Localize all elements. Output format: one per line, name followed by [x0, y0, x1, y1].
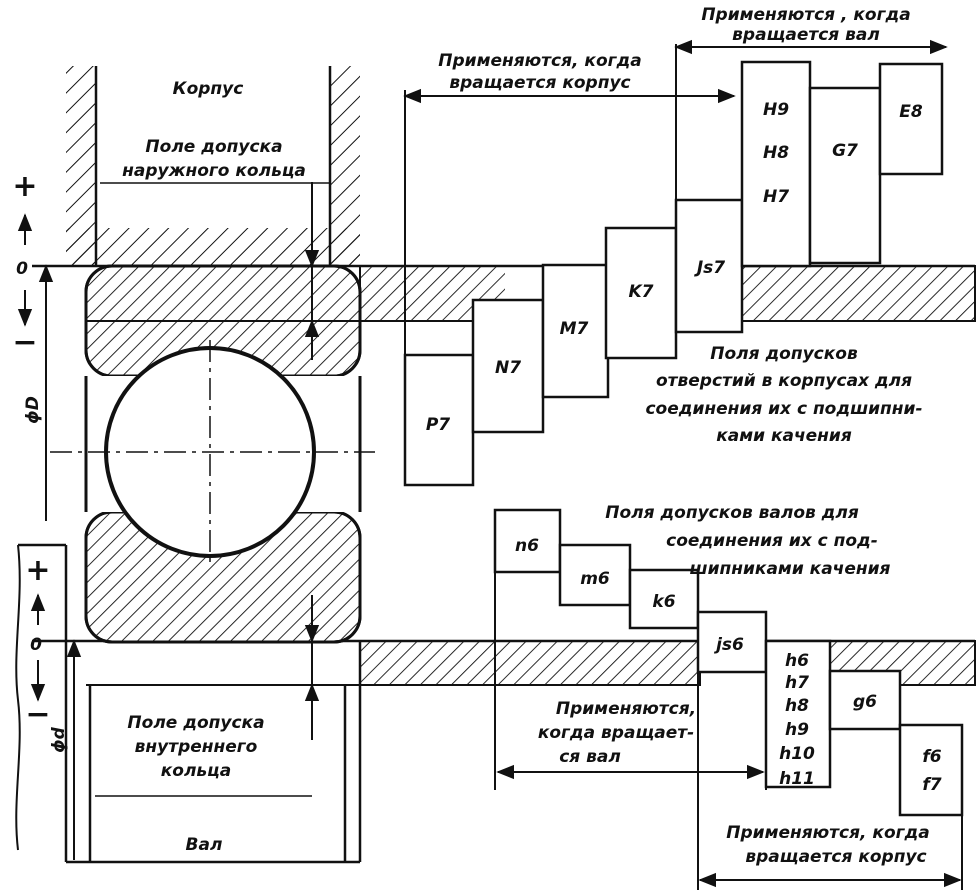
housing-bottom-hatch — [66, 228, 360, 266]
inner-diameter-label: ϕd — [49, 726, 69, 753]
field-E8 — [878, 62, 944, 176]
zero-label-top: 0 — [16, 259, 28, 279]
minus-sign-top: − — [12, 325, 37, 360]
field-label-Js7: Js7 — [694, 258, 725, 278]
field-label-k6: k6 — [652, 592, 675, 612]
text-labels: Корпус Поле допуска наружного кольца При… — [12, 5, 941, 867]
outer-ring-tolerance-line1: Поле допуска — [145, 137, 282, 157]
dimension-lines — [17, 39, 963, 890]
field-label-js6: js6 — [713, 635, 744, 655]
shaft-fields-line3: шипниками качения — [690, 559, 891, 579]
field-label-h7: h7 — [785, 673, 809, 693]
applied-shaft-rotates-top-line2: вращается вал — [732, 25, 880, 45]
field-K7 — [604, 226, 678, 360]
field-label-h6: h6 — [785, 651, 809, 671]
zero-label-bottom: 0 — [30, 635, 42, 655]
housing-band-right — [741, 265, 976, 322]
field-label-H8: H8 — [763, 143, 789, 163]
applied-housing-rotates-bottom-line2: вращается корпус — [745, 847, 926, 867]
field-label-H7: H7 — [763, 187, 789, 207]
field-label-n6: n6 — [515, 536, 539, 556]
field-m6 — [558, 543, 632, 607]
field-label-h10: h10 — [779, 744, 815, 764]
minus-sign-bottom: − — [25, 697, 50, 732]
housing-bore-fields — [403, 60, 944, 487]
field-label-P7: P7 — [426, 415, 450, 435]
shaft-label: Вал — [186, 835, 223, 855]
field-N7 — [471, 298, 545, 434]
field-label-f7: f7 — [922, 775, 941, 795]
housing-bore-fields-line1: Поля допусков — [710, 344, 858, 364]
housing-bore-fields-line4: ками качения — [716, 426, 852, 446]
plus-sign-top: + — [12, 169, 37, 204]
field-G7 — [808, 86, 882, 265]
field-g6 — [828, 669, 902, 731]
field-label-g6: g6 — [853, 692, 877, 712]
field-k6 — [628, 568, 700, 630]
shaft-fields-line1: Поля допусков валов для — [605, 503, 859, 523]
field-label-h9: h9 — [785, 720, 809, 740]
inner-ring-band — [359, 640, 701, 686]
applied-shaft-rotates-bottom-line1: Применяются, — [556, 699, 696, 719]
outer-ring-tolerance-line2: наружного кольца — [122, 161, 306, 181]
applied-shaft-rotates-top-line1: Применяются , когда — [701, 5, 910, 25]
field-label-G7: G7 — [832, 141, 858, 161]
field-label-M7: M7 — [560, 319, 589, 339]
inner-ring-tolerance-line3: кольца — [161, 761, 232, 781]
outer-ring-band — [359, 265, 406, 322]
shaft-fields-line2: соединения их с под- — [666, 531, 878, 551]
applied-housing-rotates-bottom-line1: Применяются, когда — [726, 823, 929, 843]
housing-bore-fields-line3: соединения их с подшипни- — [645, 399, 922, 419]
applied-shaft-rotates-bottom-line3: ся вал — [559, 747, 621, 767]
field-P7 — [403, 353, 475, 487]
bearing — [50, 264, 375, 686]
outer-diameter-label: ϕD — [23, 396, 43, 424]
inner-ring-tolerance-line2: внутреннего — [135, 737, 258, 757]
field-label-m6: m6 — [580, 569, 610, 589]
field-label-h11: h11 — [779, 769, 815, 789]
field-label-f6: f6 — [922, 747, 941, 767]
field-M7 — [541, 263, 610, 399]
field-label-H9: H9 — [763, 100, 789, 120]
field-Js7 — [674, 198, 744, 334]
field-label-N7: N7 — [495, 358, 521, 378]
plus-sign-bottom: + — [25, 553, 50, 588]
tolerance-bands — [359, 265, 976, 686]
field-label-h8: h8 — [785, 696, 809, 716]
applied-housing-rotates-top-line1: Применяются, когда — [438, 51, 641, 71]
field-f-group — [898, 723, 964, 817]
shaft — [15, 543, 362, 864]
housing-label: Корпус — [173, 79, 244, 99]
field-label-E8: E8 — [899, 102, 923, 122]
field-H-group — [740, 60, 812, 268]
field-n6 — [493, 508, 562, 574]
applied-shaft-rotates-bottom-line2: когда вращает- — [538, 723, 694, 743]
applied-housing-rotates-top-line2: вращается корпус — [449, 73, 630, 93]
field-label-K7: K7 — [628, 282, 653, 302]
housing-bore-fields-line2: отверстий в корпусах для — [656, 371, 912, 391]
field-js6 — [696, 610, 768, 674]
inner-ring-tolerance-line1: Поле допуска — [127, 713, 264, 733]
